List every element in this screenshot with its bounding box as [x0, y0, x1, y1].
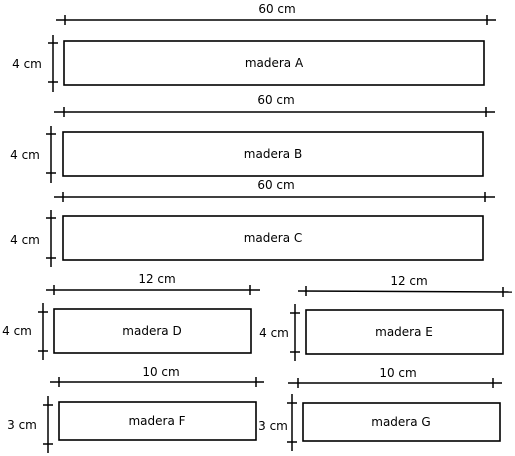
length-label: 60 cm	[257, 178, 294, 192]
board-label: madera C	[244, 231, 303, 245]
board-label: madera A	[245, 56, 304, 70]
length-label: 12 cm	[138, 272, 175, 286]
wood-board	[63, 40, 485, 86]
width-label: 4 cm	[2, 324, 32, 338]
piece-g: 10 cm 3 cm madera G	[258, 366, 502, 451]
board-label: madera E	[375, 325, 433, 339]
length-label: 60 cm	[257, 93, 294, 107]
length-label: 12 cm	[390, 274, 427, 288]
board-label: madera G	[371, 415, 430, 429]
piece-c: 60 cm 4 cm madera C	[10, 178, 495, 267]
width-label: 4 cm	[10, 233, 40, 247]
piece-f: 10 cm 3 cm madera F	[7, 365, 264, 453]
wood-board	[302, 402, 501, 442]
board-label: madera D	[122, 324, 181, 338]
board-label: madera F	[128, 414, 185, 428]
wood-board	[62, 215, 484, 261]
width-label: 4 cm	[259, 326, 289, 340]
width-label: 3 cm	[7, 418, 37, 432]
wood-board	[62, 131, 484, 177]
board-label: madera B	[244, 147, 302, 161]
length-label: 60 cm	[258, 2, 295, 16]
piece-a: 60 cm 4 cm madera A	[12, 2, 496, 92]
length-label: 10 cm	[379, 366, 416, 380]
width-label: 4 cm	[12, 57, 42, 71]
width-label: 4 cm	[10, 148, 40, 162]
length-dimension-line	[297, 290, 513, 293]
wood-board	[305, 309, 504, 355]
piece-b: 60 cm 4 cm madera B	[10, 93, 495, 183]
piece-d: 12 cm 4 cm madera D	[2, 272, 260, 360]
width-label: 3 cm	[258, 419, 288, 433]
piece-e: 12 cm 4 cm madera E	[259, 274, 513, 361]
length-label: 10 cm	[142, 365, 179, 379]
wood-board	[58, 401, 257, 441]
wood-board	[53, 308, 252, 354]
